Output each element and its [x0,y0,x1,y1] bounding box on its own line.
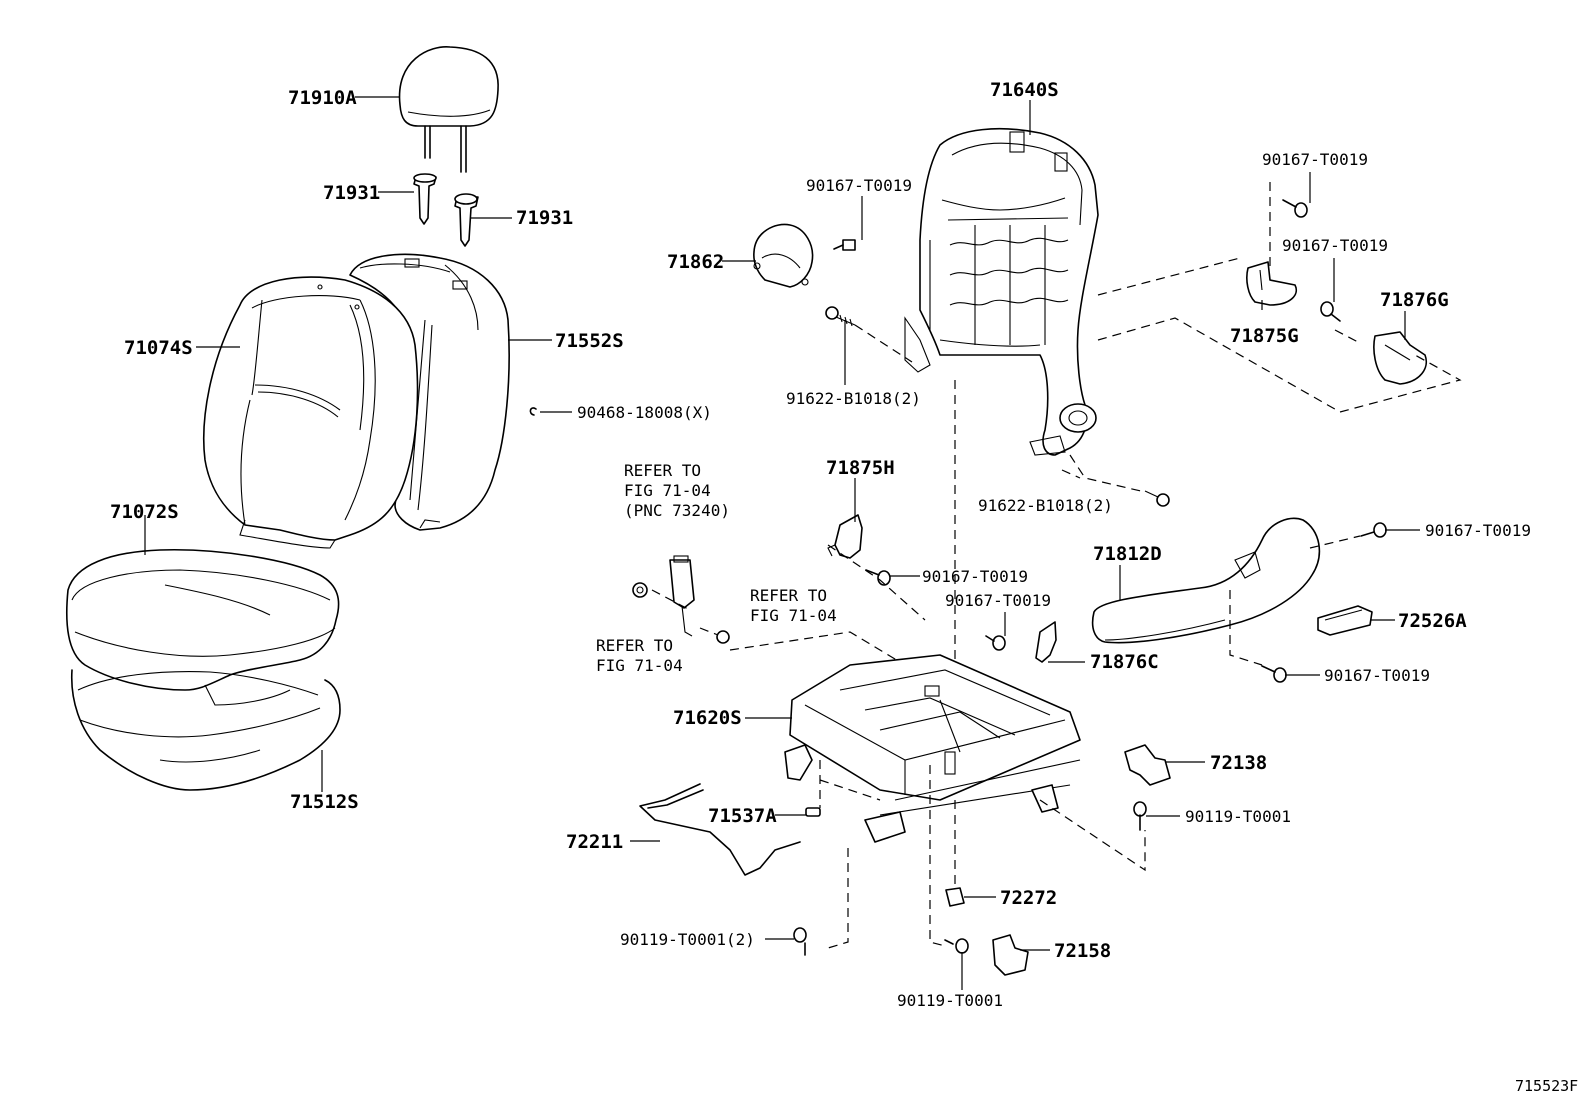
cover-72138-drawing [1124,744,1171,786]
label-cover-72158: 72158 [1054,940,1111,962]
cushion-cover-drawing [65,548,340,691]
label-cover-72272: 72272 [1000,887,1057,909]
seatback-cover-drawing [202,276,419,549]
label-seatback-cover: 71074S [124,337,193,359]
label-bolt-72158: 90119-T0001 [897,991,1003,1010]
label-screw-shield-lower: 90167-T0019 [1324,666,1430,685]
fastener-drawings [529,199,1387,956]
label-cover-75h: 71875H [826,457,895,479]
label-clip: 71537A [708,805,777,827]
label-seatback-pad: 71552S [555,330,624,352]
recliner-cover-inner-drawing [753,223,814,288]
label-bolt-back-frame-lower: 91622-B1018(2) [978,496,1113,515]
headrest-support-drawing [413,173,479,247]
label-cushion-pad: 71512S [290,791,359,813]
shield-outer-drawing [1091,517,1321,644]
label-hog-ring: 90468-18008(X) [577,403,712,422]
adjuster-rod-drawing [639,783,801,876]
cover-72158-drawing [992,934,1029,976]
label-cover-72138: 72138 [1210,752,1267,774]
knob-drawing [1317,605,1373,636]
clip-drawing [805,807,821,817]
label-cover-75g: 71875G [1230,325,1299,347]
label-bolt-front-left: 90119-T0001(2) [620,930,755,949]
part-labels: 71910A 71931 71931 71074S 71552S 90468-1… [110,79,1578,1095]
label-screw-75h: 90167-T0019 [922,567,1028,586]
cushion-frame-drawing [784,654,1081,843]
label-recliner-cover-inner: 71862 [667,251,724,273]
label-screw-76c: 90167-T0019 [945,591,1051,610]
label-cover-76g: 71876G [1380,289,1449,311]
label-seatback-frame: 71640S [990,79,1059,101]
cover-72272-drawing [945,887,965,907]
leader-lines [144,96,1420,990]
label-bolt-72138: 90119-T0001 [1185,807,1291,826]
label-screw-top-right-1: 90167-T0019 [1262,150,1368,169]
label-screw-shield-upper: 90167-T0019 [1425,521,1531,540]
label-adjuster-rod: 72211 [566,831,623,853]
label-screw-top-right-2: 90167-T0019 [1282,236,1388,255]
seat-belt-buckle-drawing [669,555,695,637]
label-knob: 72526A [1398,610,1467,632]
label-bolt-back-frame-upper: 91622-B1018(2) [786,389,921,408]
seatback-frame-drawing [904,127,1099,456]
cover-76c-drawing [1035,621,1057,663]
label-headrest-support-left: 71931 [323,182,380,204]
cover-76g-drawing [1373,331,1427,385]
label-cushion-frame: 71620S [673,707,742,729]
label-headrest-support-right: 71931 [516,207,573,229]
cover-75g-drawing [1246,261,1297,306]
assembly-dashed-lines [651,182,1462,949]
cushion-pad-drawing [70,669,341,791]
label-cover-76c: 71876C [1090,651,1159,673]
cover-75h-drawing [827,514,863,559]
label-headrest: 71910A [288,87,357,109]
label-shield-outer: 71812D [1093,543,1162,565]
label-cushion-cover: 71072S [110,501,179,523]
headrest-drawing [398,46,499,173]
diagram-id: 715523F [1515,1077,1578,1095]
label-screw-recliner-inner: 90167-T0019 [806,176,912,195]
